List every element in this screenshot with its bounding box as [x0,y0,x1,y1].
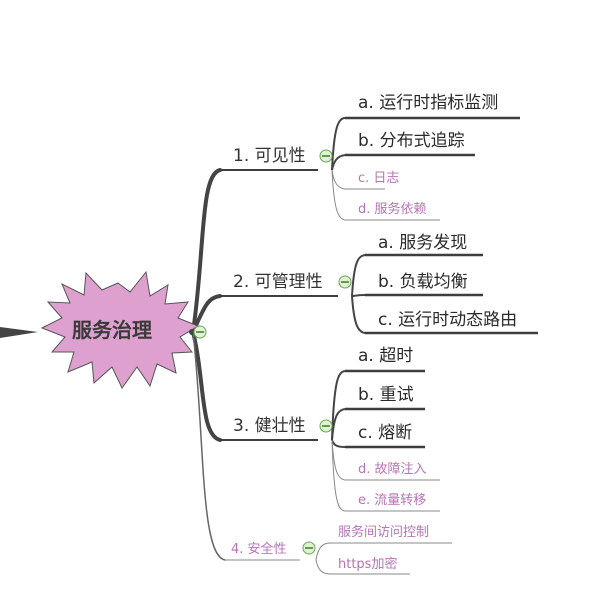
leaf-circuit-breaker[interactable]: c. 熔断 [358,423,413,443]
leaf-access-control[interactable]: 服务间访问控制 [338,525,430,540]
branch-manageability[interactable]: 2. 可管理性 [233,272,323,292]
leaf-retry[interactable]: b. 重试 [358,385,414,405]
collapse-minus-icon[interactable] [338,275,352,289]
leaf-traffic-shifting[interactable]: e. 流量转移 [358,493,427,508]
collapse-minus-icon[interactable] [319,419,333,433]
leaf-dynamic-routing[interactable]: c. 运行时动态路由 [378,310,518,330]
leaf-https-encryption[interactable]: https加密 [338,557,398,572]
b1-connector-b [331,154,346,171]
trunk-branch-4 [192,331,226,561]
b1-connector-d [331,169,346,221]
trunk-branch-1 [191,168,222,334]
incoming-arrow [0,327,38,338]
branch-security[interactable]: 4. 安全性 [231,542,287,557]
root-node[interactable]: 服务治理 [72,318,152,342]
collapse-minus-icon[interactable] [193,325,207,339]
leaf-service-discovery[interactable]: a. 服务发现 [378,233,468,253]
b1-connector-a [331,117,346,171]
leaf-load-balancing[interactable]: b. 负载均衡 [378,272,468,292]
collapse-minus-icon[interactable] [302,541,316,555]
leaf-distributed-tracing[interactable]: b. 分布式追踪 [358,131,465,151]
root-starburst-shape [40,270,200,389]
branch-visibility[interactable]: 1. 可见性 [233,146,306,166]
branch-robustness[interactable]: 3. 健壮性 [233,416,306,436]
trunk-branch-3 [191,330,222,442]
leaf-logs[interactable]: c. 日志 [358,171,400,186]
leaf-service-dependency[interactable]: d. 服务依赖 [358,202,427,217]
collapse-minus-icon[interactable] [319,149,333,163]
b1-connector-c [331,169,346,190]
leaf-runtime-metrics[interactable]: a. 运行时指标监测 [358,93,499,113]
leaf-fault-injection[interactable]: d. 故障注入 [358,462,427,477]
leaf-timeout[interactable]: a. 超时 [358,346,414,366]
